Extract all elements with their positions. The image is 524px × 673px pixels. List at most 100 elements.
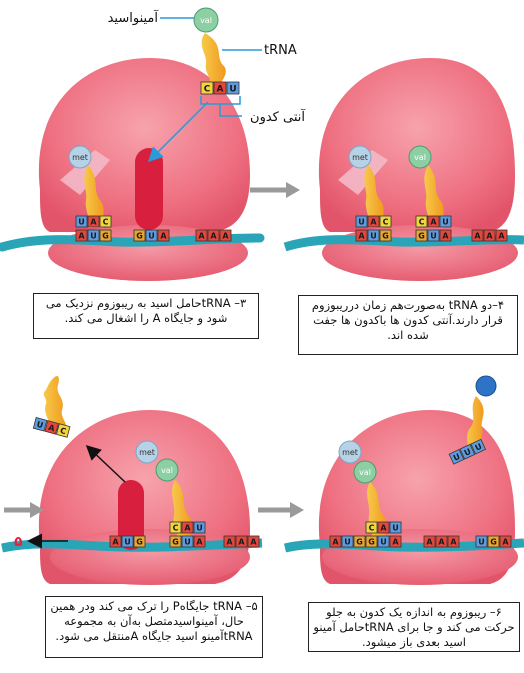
codon-next-6-base-letter: A xyxy=(450,538,457,547)
codon-start-5-base-letter: G xyxy=(136,538,143,547)
codon-last-6-base-letter: U xyxy=(478,538,485,547)
codon-start-6-base-letter: A xyxy=(332,538,339,547)
panel-4 xyxy=(285,58,524,281)
codon-last-6-base-letter: G xyxy=(490,538,497,547)
release-number: ۵ xyxy=(14,534,23,550)
val-label-4: val xyxy=(414,153,426,162)
codon-val-4-base-letter: A xyxy=(442,232,449,241)
codon-val-3-base-letter: A xyxy=(160,232,167,241)
anticodon-met-3-base-letter: A xyxy=(90,218,97,227)
met-label-5: met xyxy=(139,448,155,457)
codon-val-4: GUA xyxy=(416,230,451,241)
met-label-4: met xyxy=(352,153,368,162)
codon-next-5: AAA xyxy=(224,536,259,547)
codon-next-6-base-letter: A xyxy=(438,538,445,547)
codon-start-3-base-letter: G xyxy=(102,232,109,241)
met-label-3: met xyxy=(72,153,88,162)
codon-next-3-base-letter: A xyxy=(210,232,217,241)
codon-next-4-base-letter: A xyxy=(474,232,481,241)
anticodon-met-4-base-letter: U xyxy=(358,218,365,227)
codon-start-6: AUG xyxy=(330,536,365,547)
codon-val-5-base-letter: G xyxy=(172,538,179,547)
amino-acid-label: آمینواسید xyxy=(108,9,160,26)
codon-start-3-base-letter: A xyxy=(78,232,85,241)
anticodon-met-4-base-letter: A xyxy=(370,218,377,227)
anticodon-top-base-letter: A xyxy=(217,84,224,94)
codon-next-6-base-letter: A xyxy=(426,538,433,547)
ribosome-small-subunit-5 xyxy=(50,529,250,585)
codon-next-5-base-letter: A xyxy=(238,538,245,547)
codon-start-3-base-letter: U xyxy=(90,232,97,241)
anticodon-top-base-letter: C xyxy=(204,84,211,94)
codon-next-4-base-letter: A xyxy=(486,232,493,241)
caption-step-4: ۴–دو tRNA به‌صورت‌هم زمان درریبوزوم قرار… xyxy=(298,295,518,355)
caption-step-5: ۵– tRNA جایگاهP را ترک می کند ودر همین ح… xyxy=(45,596,263,658)
anticodon-met-4-base-letter: C xyxy=(383,218,389,227)
anticodon-val-6-base-letter: U xyxy=(392,524,399,533)
anticodon-val-6: CAU xyxy=(366,522,401,533)
codon-val-6-base-letter: G xyxy=(368,538,375,547)
anticodon-label: آنتی کدون xyxy=(250,108,306,125)
codon-start-4-base-letter: G xyxy=(382,232,389,241)
codon-start-6-base-letter: G xyxy=(356,538,363,547)
caption-step-3: ۳– tRNAحامل اسید به ریبوزوم نزدیک می شود… xyxy=(33,293,259,339)
codon-val-3-base-letter: G xyxy=(136,232,143,241)
step-arrow-3-4-head xyxy=(286,182,300,198)
codon-start-4-base-letter: A xyxy=(358,232,365,241)
anticodon-val-6-base-letter: A xyxy=(380,524,387,533)
codon-start-6-base-letter: U xyxy=(344,538,351,547)
codon-val-4-base-letter: U xyxy=(430,232,437,241)
codon-start-5-base-letter: U xyxy=(124,538,131,547)
codon-next-4-base-letter: A xyxy=(498,232,505,241)
codon-start-4-base-letter: U xyxy=(370,232,377,241)
anticodon-val-6-base-letter: C xyxy=(369,524,375,533)
panel-5: ۵ xyxy=(2,376,262,585)
val-label-6: val xyxy=(359,468,371,477)
codon-val-3: GUA xyxy=(134,230,169,241)
codon-start-4: AUG xyxy=(356,230,391,241)
anticodon-met-3-base-letter: U xyxy=(78,218,85,227)
codon-val-4-base-letter: G xyxy=(418,232,425,241)
val-label-5: val xyxy=(161,466,173,475)
codon-next-5-base-letter: A xyxy=(226,538,233,547)
ribosome-large-subunit-4 xyxy=(319,58,515,232)
step-arrow-5-6-head xyxy=(290,502,304,518)
trna-label: tRNA xyxy=(264,43,297,58)
codon-last-6-base-letter: A xyxy=(502,538,509,547)
panel-6 xyxy=(285,376,524,585)
next-amino-acid xyxy=(476,376,496,396)
anticodon-val-4-base-letter: A xyxy=(430,218,437,227)
anticodon-val-5-base-letter: A xyxy=(184,524,191,533)
anticodon-met-3-base-letter: C xyxy=(103,218,109,227)
caption-step-6: ۶– ریبوزوم به اندازه یک کدون به جلو حرکت… xyxy=(308,602,520,652)
met-label-6: met xyxy=(342,448,358,457)
val-label-top: val xyxy=(200,16,212,25)
codon-val-5-base-letter: U xyxy=(184,538,191,547)
codon-next-3-base-letter: A xyxy=(198,232,205,241)
codon-next-4: AAA xyxy=(472,230,507,241)
codon-val-5-base-letter: A xyxy=(196,538,203,547)
anticodon-val-4-base-letter: U xyxy=(442,218,449,227)
codon-start-5-base-letter: A xyxy=(112,538,119,547)
anticodon-val-5-base-letter: U xyxy=(196,524,203,533)
anticodon-val-4-base-letter: C xyxy=(419,218,425,227)
anticodon-top-base-letter: U xyxy=(229,84,236,94)
codon-next-3-base-letter: A xyxy=(222,232,229,241)
codon-val-6-base-letter: A xyxy=(392,538,399,547)
codon-val-6-base-letter: U xyxy=(380,538,387,547)
codon-val-3-base-letter: U xyxy=(148,232,155,241)
anticodon-val-5-base-letter: C xyxy=(173,524,179,533)
codon-next-5-base-letter: A xyxy=(250,538,257,547)
a-site-pocket xyxy=(135,148,163,230)
